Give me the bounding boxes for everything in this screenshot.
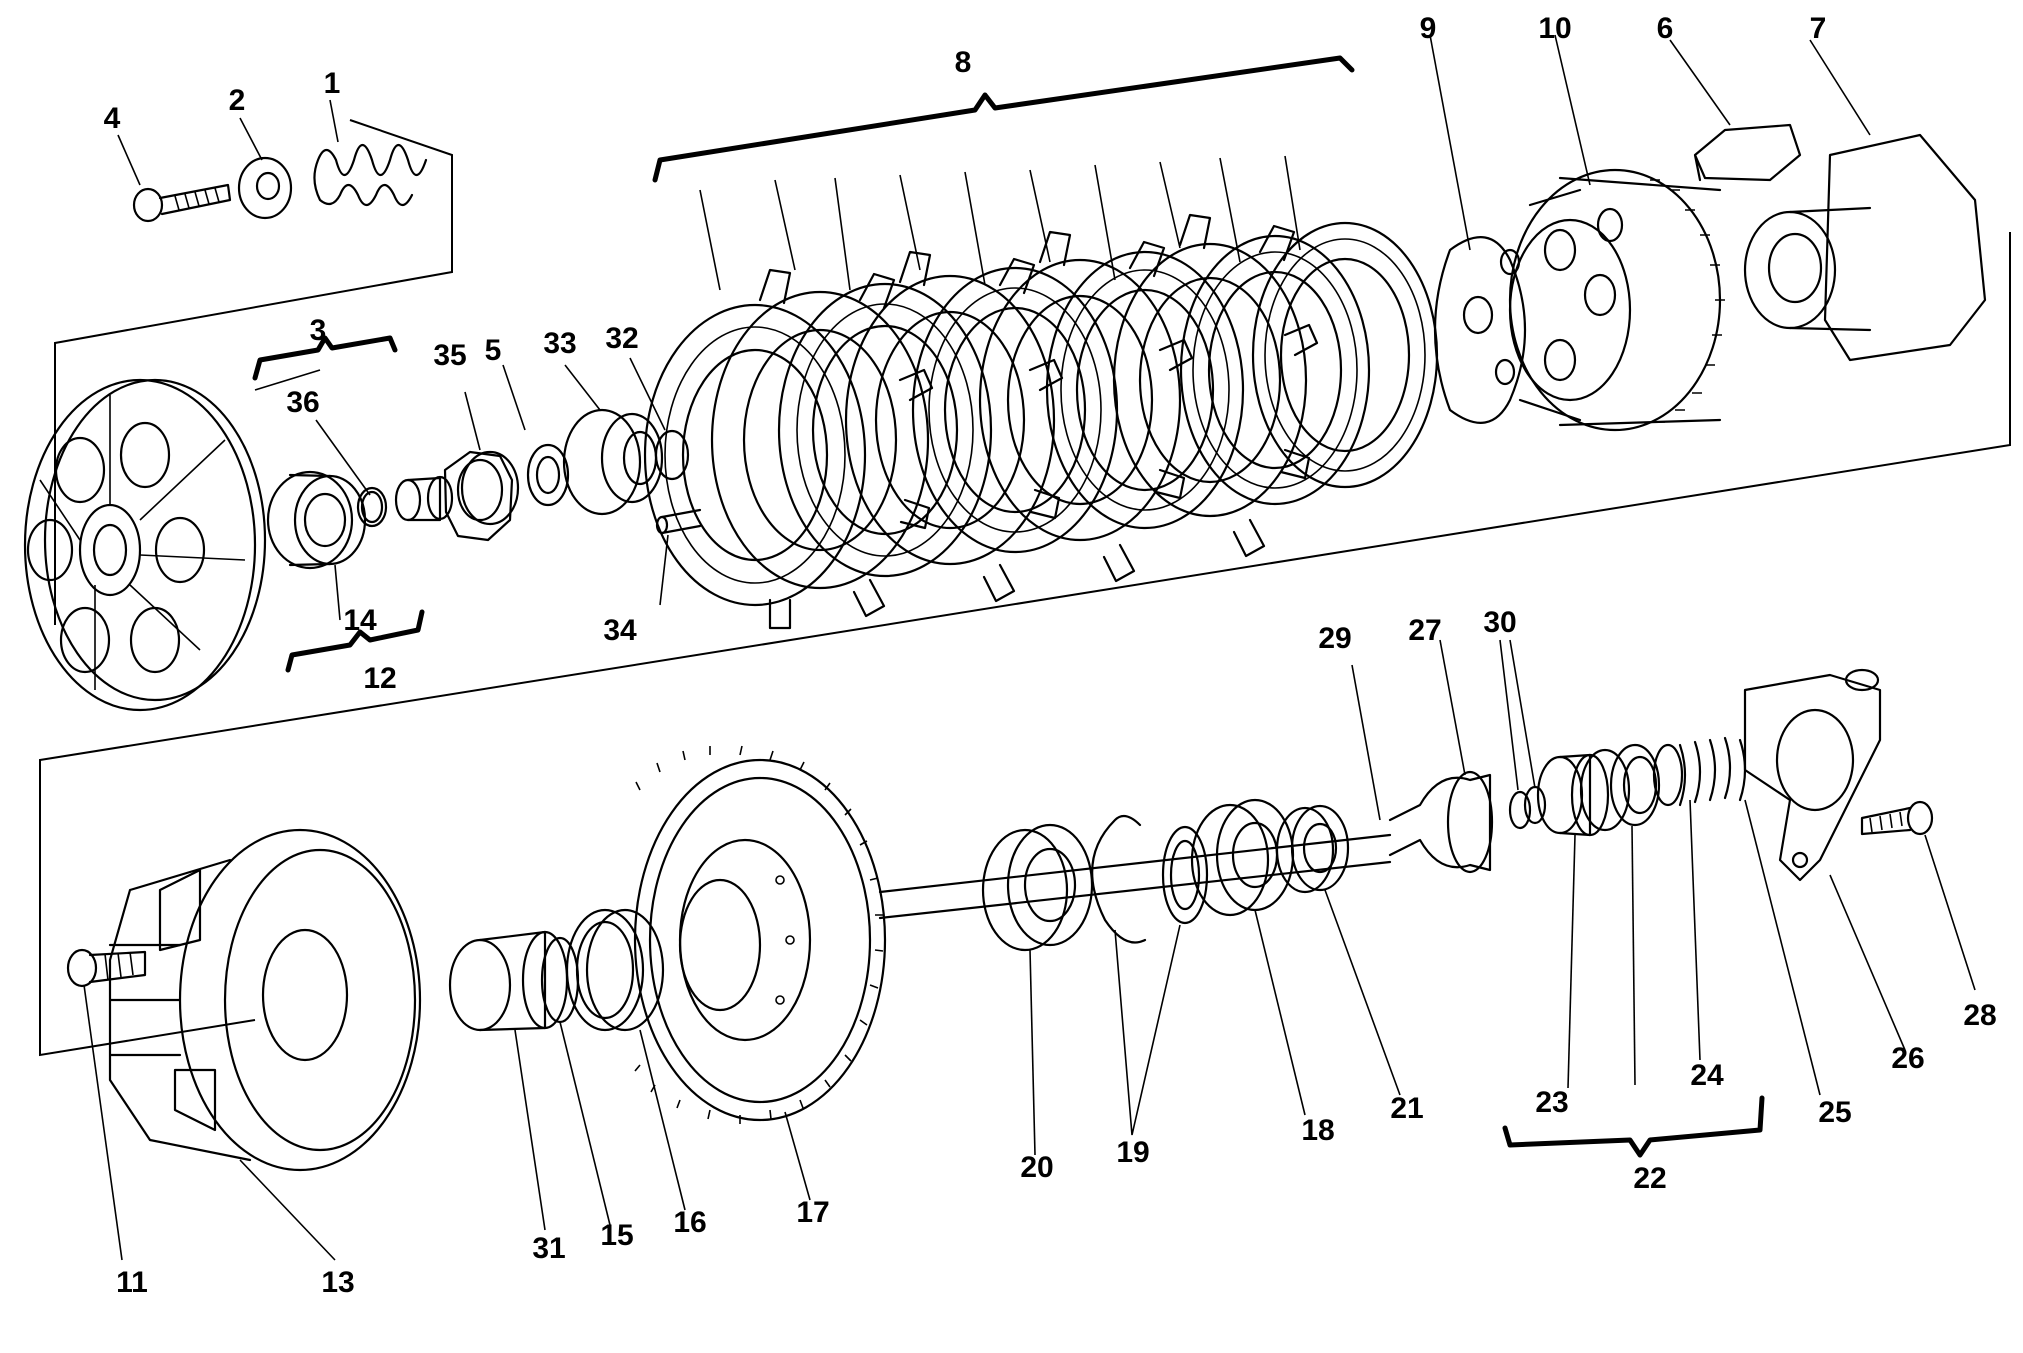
label-7: 7 xyxy=(1810,12,1827,45)
plate xyxy=(643,303,867,607)
label-28: 28 xyxy=(1963,999,1996,1032)
plate xyxy=(1251,221,1439,489)
label-11: 11 xyxy=(116,1266,148,1299)
piston-23 xyxy=(1536,753,1610,837)
clutch-plates-8 xyxy=(643,155,1439,630)
label-3: 3 xyxy=(310,314,327,347)
label-30: 30 xyxy=(1483,606,1516,639)
clutch-hub-10 xyxy=(1508,168,1725,432)
plate xyxy=(911,266,1119,554)
label-5: 5 xyxy=(485,334,502,367)
plate-9 xyxy=(1433,236,1527,424)
block-6 xyxy=(1693,123,1802,182)
brace-22 xyxy=(1502,1095,1765,1158)
label-26: 26 xyxy=(1891,1042,1924,1075)
plate xyxy=(1045,250,1245,530)
boot-27 xyxy=(1388,770,1494,874)
ring-36 xyxy=(356,486,388,528)
bolt-28 xyxy=(1860,800,1934,836)
label-2: 2 xyxy=(229,84,246,117)
label-36: 36 xyxy=(286,386,319,419)
label-21: 21 xyxy=(1390,1092,1423,1125)
plate xyxy=(1112,213,1319,558)
label-34: 34 xyxy=(603,614,637,647)
clutch-drum-13 xyxy=(108,828,422,1172)
shaft xyxy=(878,833,1392,920)
bearing-20 xyxy=(981,823,1094,952)
label-32: 32 xyxy=(605,322,638,355)
frame-lines xyxy=(39,119,2011,1057)
nut-35 xyxy=(443,450,520,542)
label-18: 18 xyxy=(1301,1114,1334,1147)
ring-32 xyxy=(654,429,690,481)
label-27: 27 xyxy=(1408,614,1441,647)
brace-12 xyxy=(285,609,425,673)
brace-8 xyxy=(652,55,1355,183)
plate xyxy=(710,268,934,630)
housing-26 xyxy=(1743,668,1882,882)
plate xyxy=(978,230,1194,583)
part-labels: 1 2 3 4 5 6 7 8 9 10 11 12 13 14 15 16 1… xyxy=(104,12,1997,1299)
label-24: 24 xyxy=(1690,1059,1724,1092)
bolt-4 xyxy=(132,183,232,223)
label-15: 15 xyxy=(600,1219,633,1252)
label-16: 16 xyxy=(673,1206,706,1239)
gear-17 xyxy=(633,745,887,1124)
plate xyxy=(1179,234,1371,506)
braces xyxy=(252,55,1765,1158)
label-9: 9 xyxy=(1420,12,1437,45)
brace-3 xyxy=(252,335,398,381)
label-8: 8 xyxy=(955,46,972,79)
label-22: 22 xyxy=(1633,1162,1666,1195)
label-23: 23 xyxy=(1535,1086,1568,1119)
bushing-21 xyxy=(1275,804,1350,894)
label-10: 10 xyxy=(1538,12,1571,45)
label-17: 17 xyxy=(796,1196,829,1229)
bolt-11 xyxy=(66,948,147,988)
label-14: 14 xyxy=(343,604,377,637)
label-19: 19 xyxy=(1116,1136,1149,1169)
bearing-14 xyxy=(266,470,367,570)
label-33: 33 xyxy=(543,327,576,360)
label-6: 6 xyxy=(1657,12,1674,45)
seal-22 xyxy=(1579,743,1661,832)
label-20: 20 xyxy=(1020,1151,1053,1184)
spring-24 xyxy=(1652,736,1747,807)
ring-15 xyxy=(540,936,580,1024)
label-4: 4 xyxy=(104,102,121,135)
circlip-19 xyxy=(1091,814,1209,944)
rings-30 xyxy=(1499,639,1547,830)
pressure-plate-12 xyxy=(23,378,267,712)
washer-5 xyxy=(526,443,570,507)
label-13: 13 xyxy=(321,1266,354,1299)
spring-1 xyxy=(313,143,428,207)
washer-2 xyxy=(237,156,293,220)
label-25: 25 xyxy=(1818,1096,1851,1129)
label-31: 31 xyxy=(532,1232,565,1265)
label-1: 1 xyxy=(324,67,341,100)
pushrod-3 xyxy=(394,475,454,522)
label-29: 29 xyxy=(1318,622,1351,655)
cover-7 xyxy=(1743,133,1987,362)
label-12: 12 xyxy=(363,662,396,695)
plate xyxy=(777,282,993,578)
label-35: 35 xyxy=(433,339,466,372)
leader-lines xyxy=(83,34,1976,1261)
plate xyxy=(844,250,1064,603)
bearing-16 xyxy=(565,908,665,1032)
